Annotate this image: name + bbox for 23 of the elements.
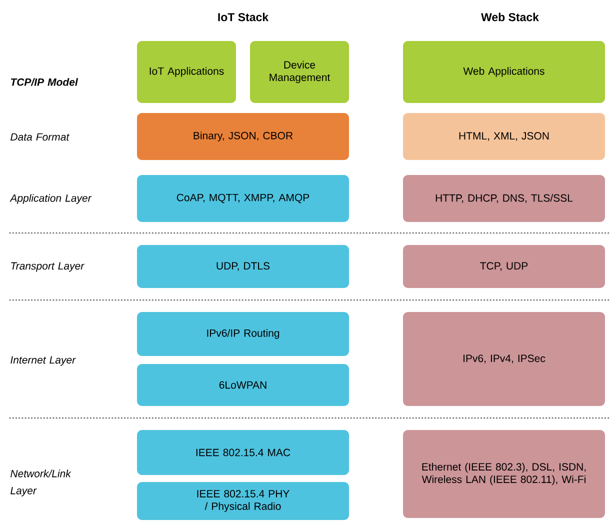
layer-box: 6LoWPAN <box>137 364 349 406</box>
row-label: Transport Layer <box>11 262 84 272</box>
column-heading: Web Stack <box>481 12 539 22</box>
layer-box: Device Management <box>250 41 349 103</box>
column-heading: IoT Stack <box>218 12 269 22</box>
layer-box: CoAP, MQTT, XMPP, AMQP <box>137 175 349 222</box>
layer-box: IEEE 802.15.4 PHY / Physical Radio <box>137 482 349 520</box>
layer-box: IEEE 802.15.4 MAC <box>137 430 349 475</box>
row-label: Application Layer <box>10 194 92 204</box>
layer-box: IPv6/IP Routing <box>137 312 349 356</box>
layer-box: HTTP, DHCP, DNS, TLS/SSL <box>403 175 605 222</box>
layer-box: Binary, JSON, CBOR <box>137 113 349 160</box>
row-label: Data Format <box>10 133 70 141</box>
layer-box: Web Applications <box>403 41 605 103</box>
row-label: Internet Layer <box>10 356 76 366</box>
row-label: Network/Link Layer <box>10 470 72 496</box>
layer-box: TCP, UDP <box>403 245 605 288</box>
layer-box: IoT Applications <box>137 41 236 103</box>
layer-box: HTML, XML, JSON <box>403 113 605 160</box>
layer-box: UDP, DTLS <box>137 245 349 288</box>
row-label: TCP/IP Model <box>10 78 78 86</box>
layer-box: Ethernet (IEEE 802.3), DSL, ISDN, Wireless LAN (IEEE 802.11), Wi-Fi <box>403 430 605 518</box>
layer-box: IPv6, IPv4, IPSec <box>403 312 605 406</box>
